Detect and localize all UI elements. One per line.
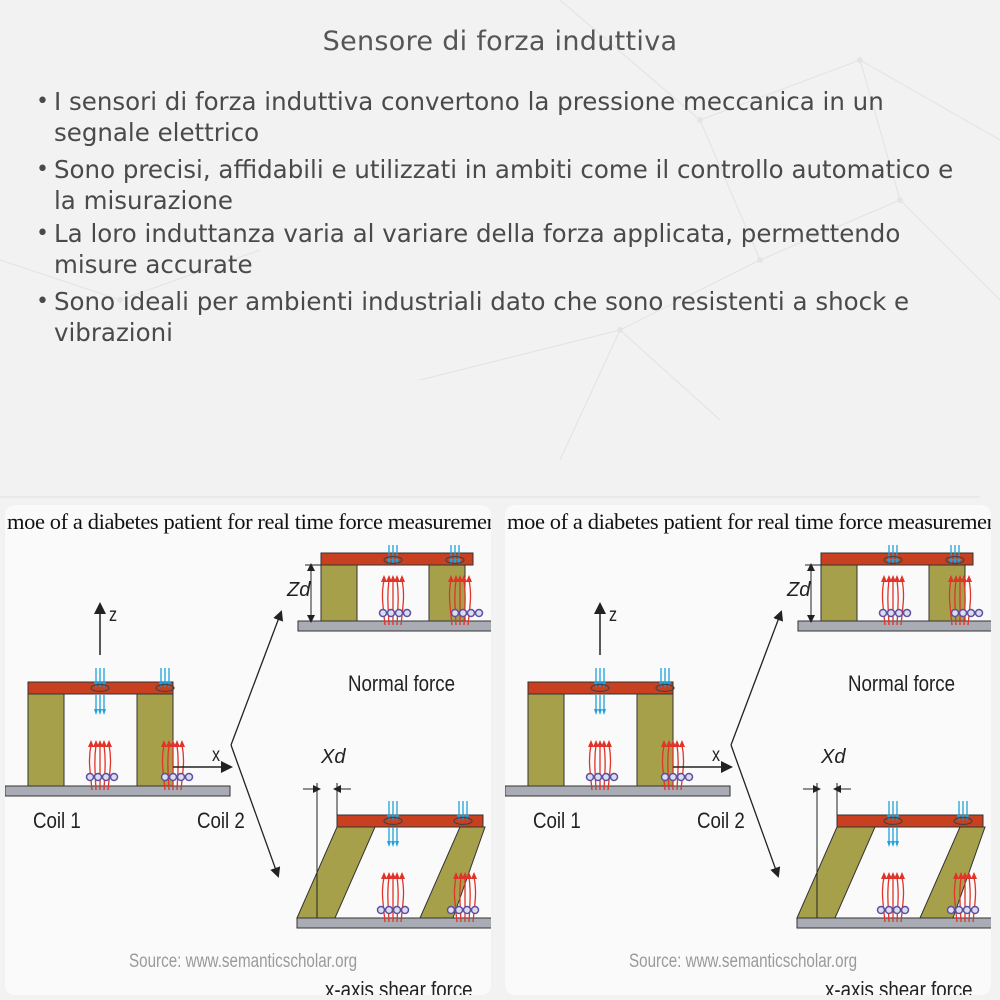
coil2-label: Coil 2: [697, 808, 745, 833]
inductive-sensor-diagram: [505, 544, 991, 929]
figure-panel-left: moe of a diabetes patient for real time …: [5, 505, 491, 995]
branch-arrow-down: [230, 744, 281, 878]
figure-caption: moe of a diabetes patient for real time …: [507, 509, 991, 534]
figure-panel-right: moe of a diabetes patient for real time …: [505, 505, 991, 995]
bullet-item: Sono precisi, affidabili e utilizzati in…: [30, 154, 970, 216]
bullet-list: I sensori di forza induttiva convertono …: [30, 86, 970, 354]
page-title: Sensore di forza induttiva: [322, 26, 678, 57]
branch-arrow-down: [730, 744, 781, 878]
bullet-item: La loro induttanza varia al variare dell…: [30, 218, 970, 280]
coil1-label: Coil 1: [33, 808, 81, 833]
main-sensor: [505, 667, 731, 797]
inductive-sensor-diagram: [5, 544, 491, 929]
shear-force-sensor: [296, 783, 491, 929]
zd-label: Zd: [787, 579, 811, 601]
xd-label: Xd: [321, 746, 346, 768]
normal-force-sensor: [297, 544, 491, 632]
normal-force-label: Normal force: [848, 671, 956, 696]
zd-label: Zd: [287, 579, 311, 601]
normal-force-sensor: [797, 544, 991, 632]
bullet-item: Sono ideali per ambienti industriali dat…: [30, 286, 970, 348]
shear-force-label: x-axis shear force: [325, 977, 473, 995]
panel-divider: [0, 496, 980, 498]
figure-caption: moe of a diabetes patient for real time …: [7, 509, 491, 534]
shear-force-sensor: [796, 783, 991, 929]
branch-arrow-up: [230, 610, 284, 746]
source-label: Source: www.semanticscholar.org: [129, 951, 358, 972]
z-axis-label: z: [109, 605, 118, 626]
source-label: Source: www.semanticscholar.org: [629, 951, 858, 972]
branch-arrow-up: [730, 610, 784, 746]
normal-force-label: Normal force: [348, 671, 456, 696]
x-axis-label: x: [212, 745, 221, 766]
x-axis-label: x: [712, 745, 721, 766]
coil1-label: Coil 1: [533, 808, 581, 833]
coil2-label: Coil 2: [197, 808, 245, 833]
z-axis-label: z: [609, 605, 618, 626]
shear-force-label: x-axis shear force: [825, 977, 973, 995]
bullet-item: I sensori di forza induttiva convertono …: [30, 86, 970, 148]
xd-label: Xd: [821, 746, 846, 768]
main-sensor: [5, 667, 231, 797]
